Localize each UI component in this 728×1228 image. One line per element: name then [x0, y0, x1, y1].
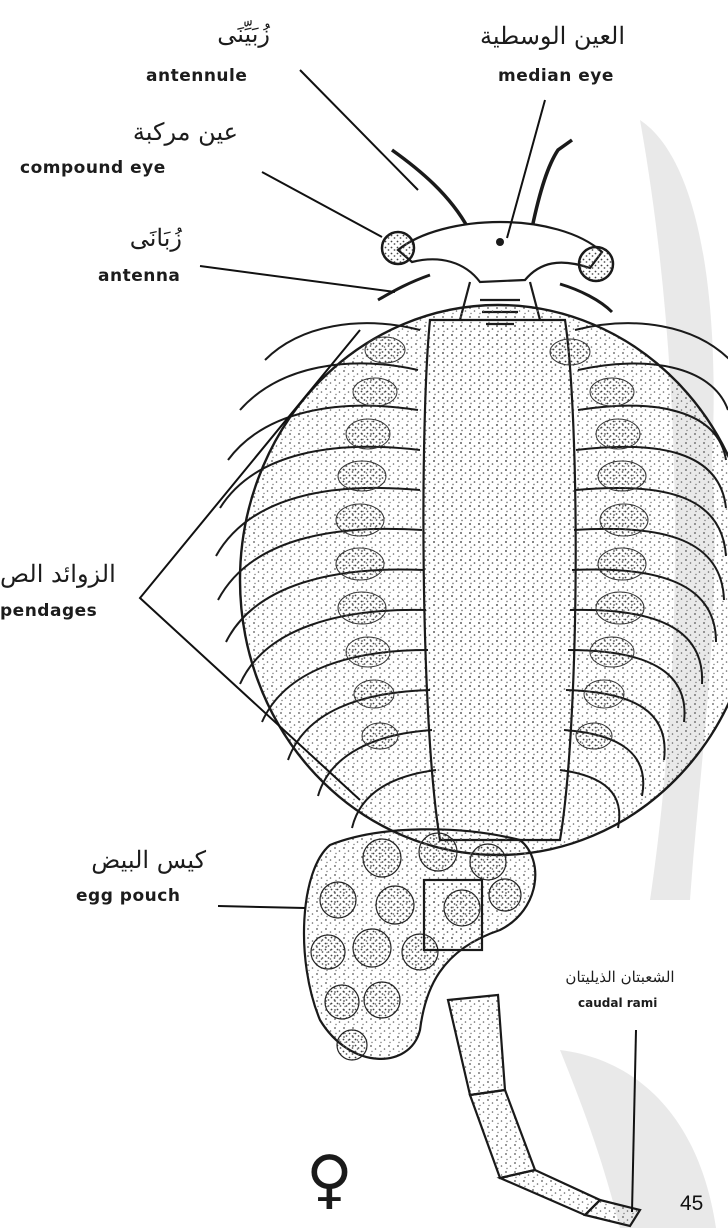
caudal-rami-arabic-label: الشعبتان الذيليتان	[555, 968, 685, 986]
appendages-label: pendages	[0, 601, 97, 621]
median-eye-arabic-label: العين الوسطية	[495, 22, 625, 50]
antenna-label: antenna	[98, 266, 180, 286]
antenna-arabic-label: زُبَانَى	[100, 224, 182, 252]
page-number: 45	[680, 1192, 703, 1216]
compound-eye-arabic-label: عين مركبة	[120, 118, 238, 146]
appendages-arabic-label: الزوائد الص	[0, 560, 125, 588]
antennule-arabic-label: زُبَيِّنَى	[150, 20, 270, 48]
median-eye-label: median eye	[498, 66, 614, 86]
egg-pouch-arabic-label: كيس البيض	[80, 846, 206, 874]
female-symbol: ♀	[306, 1145, 353, 1215]
caudal-rami-label: caudal rami	[578, 996, 657, 1010]
egg-pouch-label: egg pouch	[76, 886, 180, 906]
compound-eye-label: compound eye	[20, 158, 166, 178]
antennule-label: antennule	[146, 66, 247, 86]
copepod-body	[240, 140, 728, 855]
